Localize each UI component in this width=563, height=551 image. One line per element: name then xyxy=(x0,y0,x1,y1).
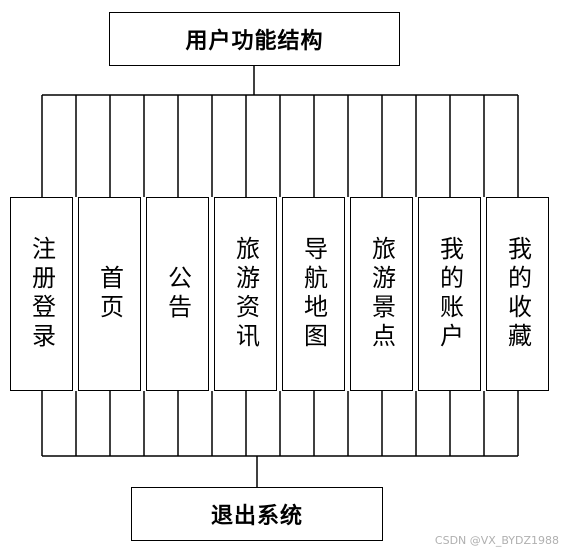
module-box-register-login: 注册登录 xyxy=(10,197,73,391)
module-label: 旅游景点 xyxy=(367,236,396,352)
module-label: 首页 xyxy=(95,265,124,323)
module-box-home: 首页 xyxy=(78,197,141,391)
module-label: 我的收藏 xyxy=(503,236,532,352)
module-box-my-account: 我的账户 xyxy=(418,197,481,391)
watermark: CSDN @VX_BYDZ1988 xyxy=(434,534,559,547)
module-box-travel-news: 旅游资讯 xyxy=(214,197,277,391)
module-box-navigation-map: 导航地图 xyxy=(282,197,345,391)
module-box-announcement: 公告 xyxy=(146,197,209,391)
module-box-my-favorites: 我的收藏 xyxy=(486,197,549,391)
exit-node-box: 退出系统 xyxy=(131,487,383,541)
exit-node-label: 退出系统 xyxy=(210,504,303,529)
module-label: 公告 xyxy=(163,265,192,323)
module-label: 旅游资讯 xyxy=(231,236,260,352)
module-label: 注册登录 xyxy=(27,236,56,352)
root-node-label: 用户功能结构 xyxy=(185,29,324,54)
root-node-box: 用户功能结构 xyxy=(109,12,400,66)
module-label: 我的账户 xyxy=(435,236,464,352)
module-box-scenic-spots: 旅游景点 xyxy=(350,197,413,391)
module-connectors xyxy=(41,95,519,456)
module-label: 导航地图 xyxy=(299,236,328,352)
